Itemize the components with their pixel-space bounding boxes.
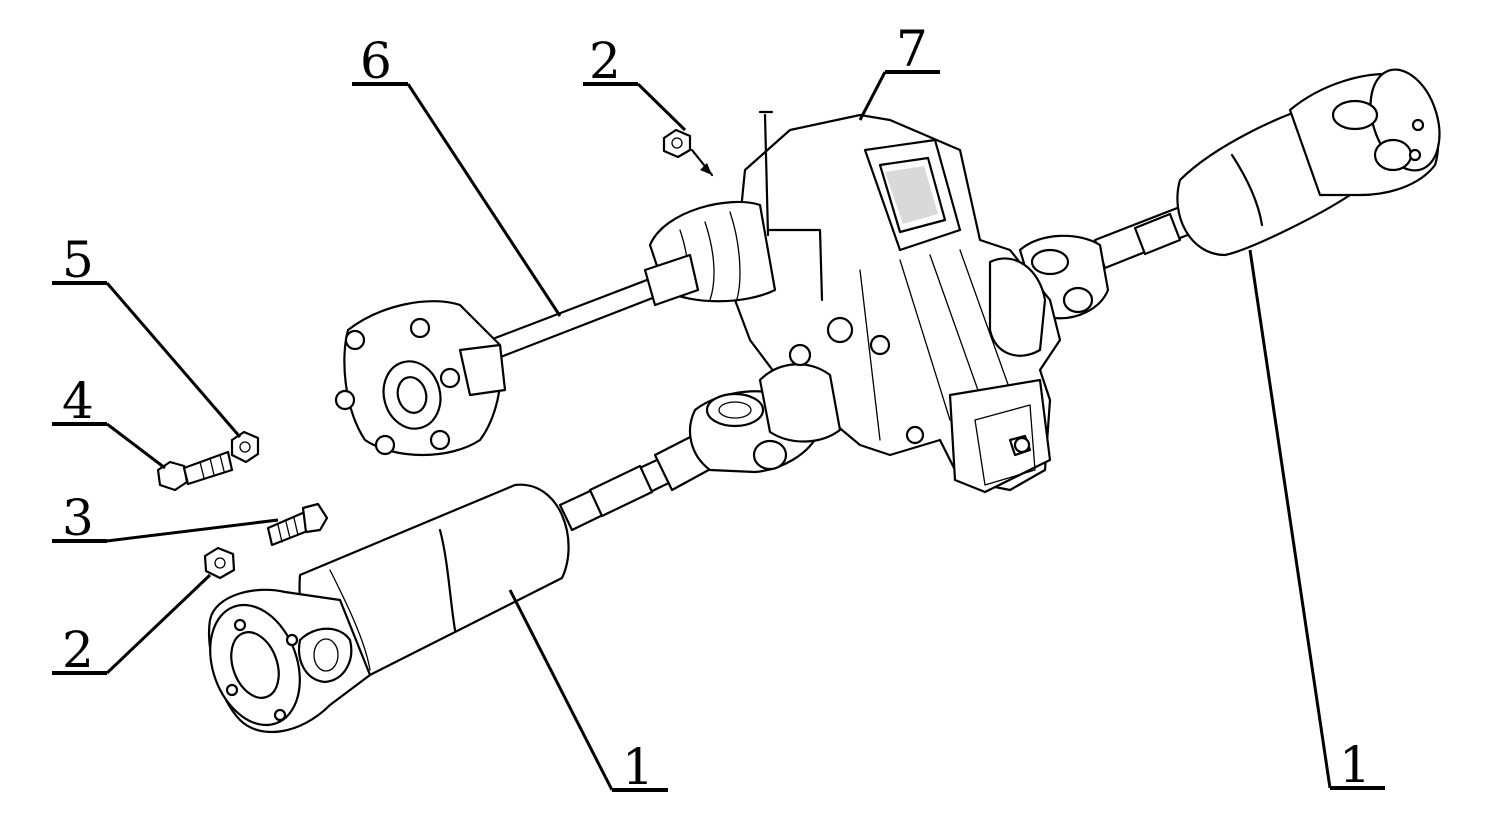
- callout-6: 6: [360, 32, 392, 90]
- callout-3: 3: [62, 489, 94, 547]
- nut-washer: [230, 430, 260, 464]
- callout-1-right: 1: [1339, 736, 1371, 794]
- flex-coupling-shaft: [334, 253, 700, 457]
- callout-2-bottom: 2: [62, 621, 94, 679]
- bolt-long: [156, 450, 234, 492]
- nut-top: [662, 128, 714, 177]
- callout-4: 4: [62, 372, 94, 430]
- nut-bottom: [203, 546, 236, 580]
- front-propeller-shaft: [208, 390, 822, 734]
- callout-5: 5: [62, 231, 94, 289]
- transfer-case: [648, 110, 1062, 494]
- callout-1-left: 1: [622, 738, 654, 796]
- bolt-short: [266, 502, 329, 547]
- callout-2-top: 2: [589, 32, 621, 90]
- callout-7: 7: [896, 20, 928, 78]
- callout-leaders: [52, 70, 1385, 792]
- rear-propeller-shaft: [1018, 68, 1441, 320]
